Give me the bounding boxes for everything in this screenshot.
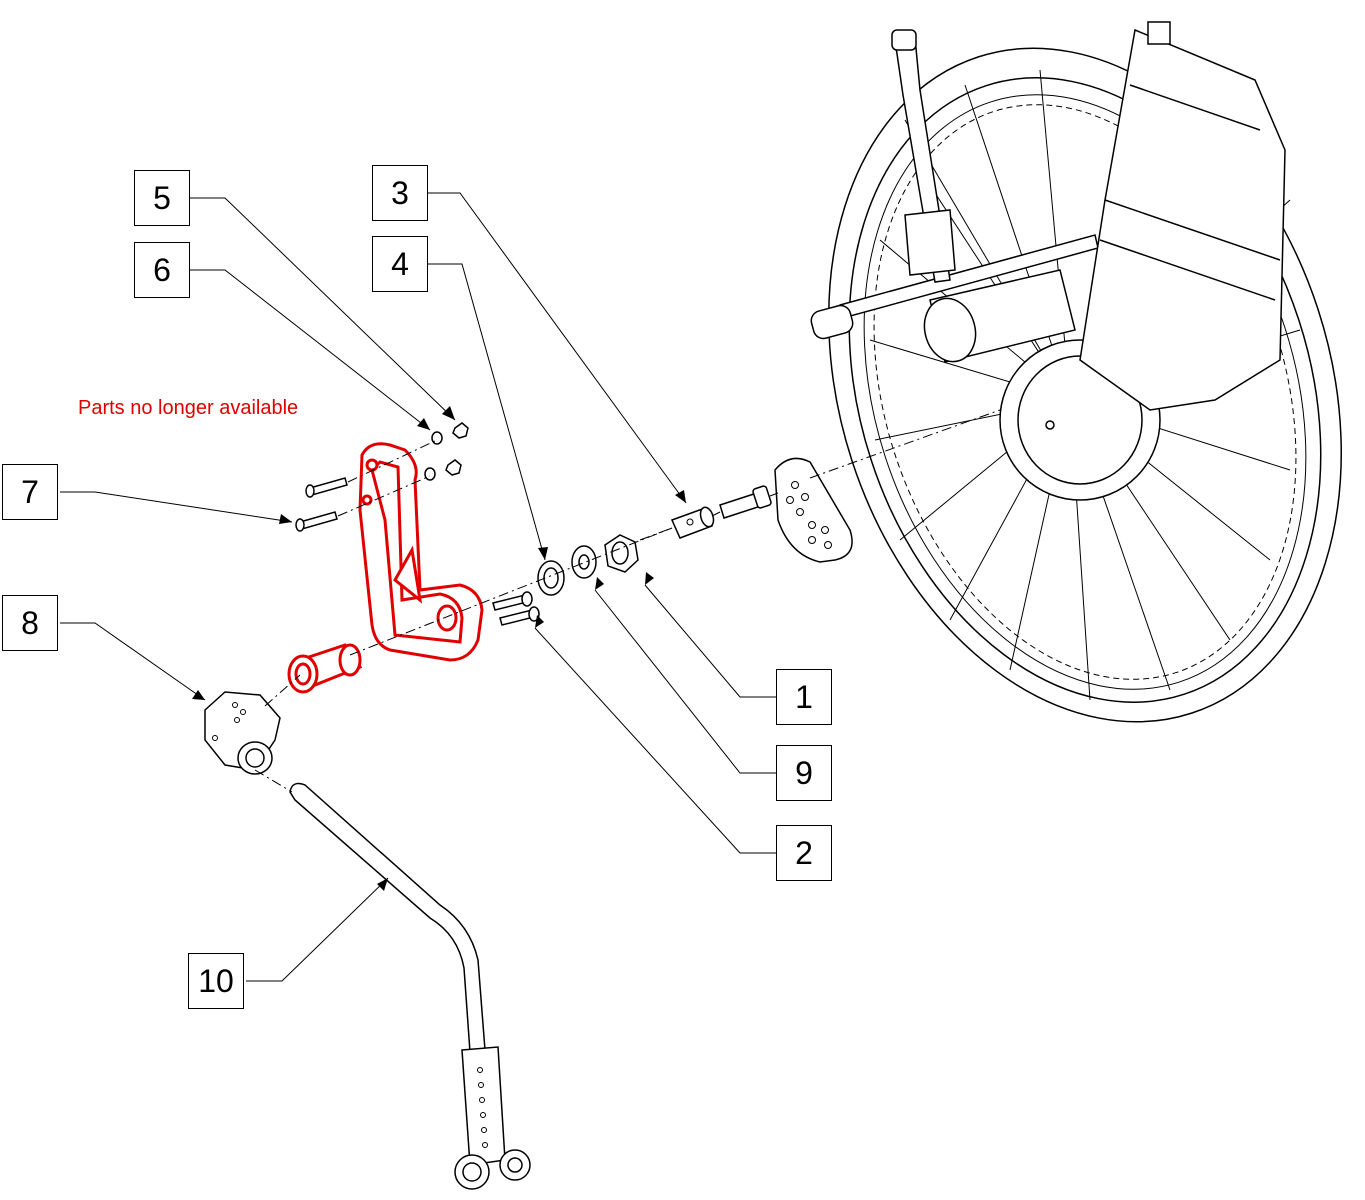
hex-nut-1 [604, 534, 639, 573]
assembly-axes [254, 409, 1001, 793]
highlighted-bracket [358, 442, 484, 662]
pad-holes [786, 481, 832, 549]
callout-10: 10 [188, 953, 244, 1009]
callout-9: 9 [776, 745, 832, 801]
axle-pin [719, 485, 772, 519]
clamp-8 [204, 691, 281, 775]
callout-6: 6 [134, 242, 190, 298]
highlighted-bushing [287, 643, 363, 694]
callout-7: 7 [2, 464, 58, 520]
nuts-washers-5-6 [424, 422, 469, 481]
callout-3: 3 [372, 165, 428, 221]
callout-4: 4 [372, 236, 428, 292]
leader-lines [60, 192, 776, 982]
drive-wheel [810, 21, 1342, 723]
callout-2: 2 [776, 825, 832, 881]
callout-1: 1 [776, 669, 832, 725]
bolts-2 [492, 591, 540, 626]
discontinued-parts-notice: Parts no longer available [78, 397, 299, 419]
brake-pad [774, 457, 853, 563]
leader-arrowheads [192, 406, 686, 891]
screws-7 [295, 477, 348, 532]
callout-5: 5 [134, 170, 190, 226]
washer-4 [537, 560, 565, 596]
callout-8: 8 [2, 595, 58, 651]
coupler-part-3 [670, 506, 715, 539]
washer-9 [571, 545, 597, 579]
leg-tube-10 [289, 782, 531, 1190]
